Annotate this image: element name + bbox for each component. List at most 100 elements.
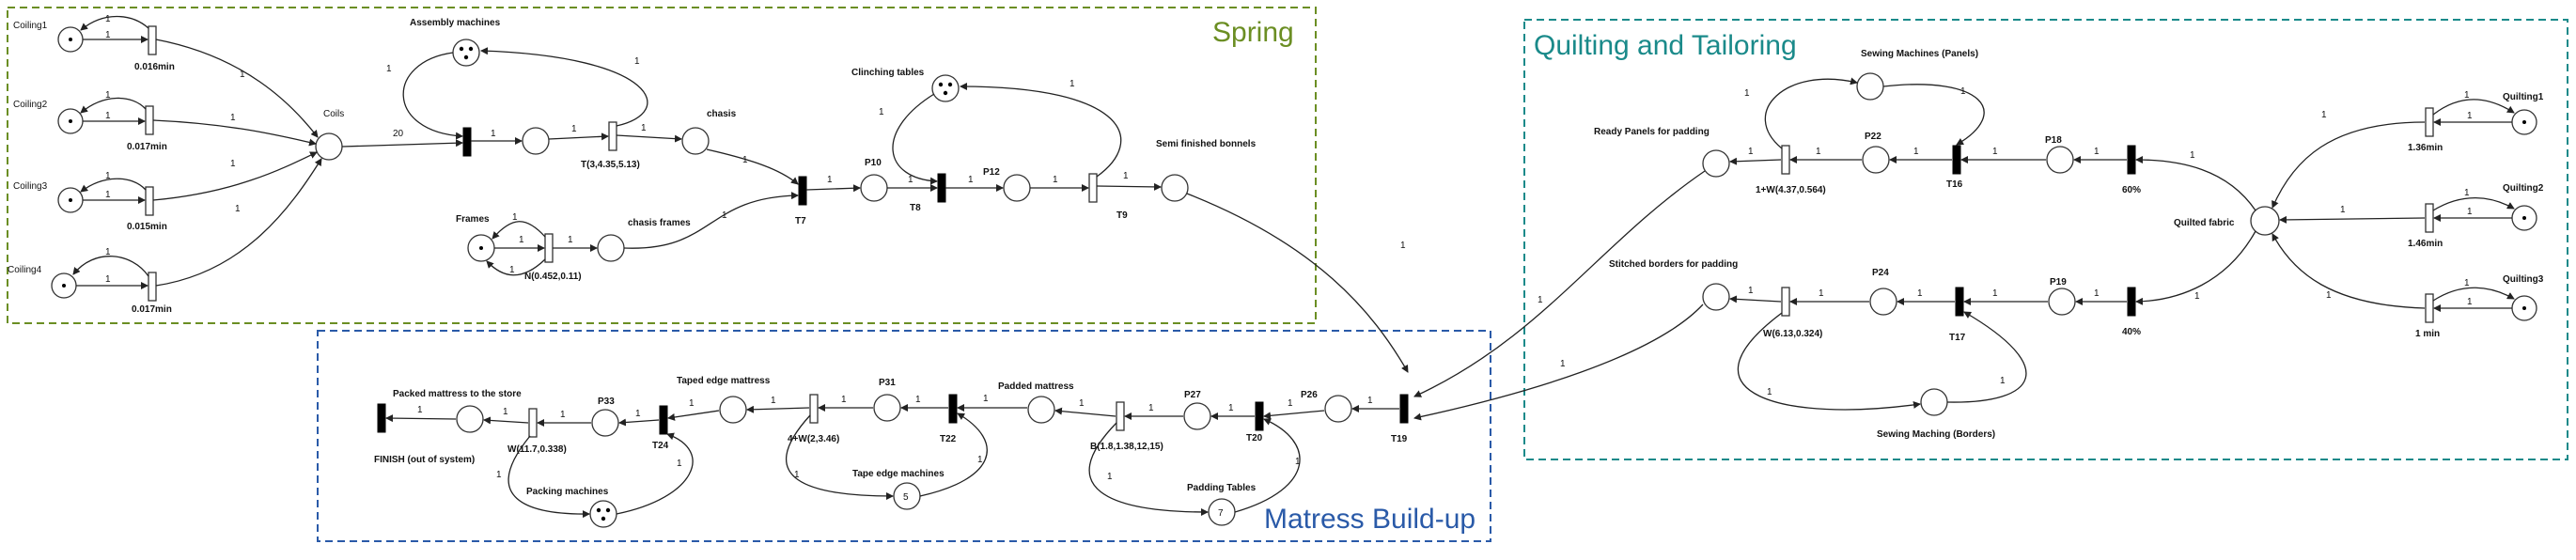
- coiling3-transition: [145, 186, 154, 216]
- semi-finished-place: [1161, 174, 1189, 202]
- packing-machines-label: Packing machines: [526, 487, 609, 497]
- svg-text:1: 1: [2467, 297, 2473, 307]
- svg-text:1: 1: [509, 265, 515, 275]
- clinching-tables-label: Clinching tables: [851, 68, 925, 78]
- t19-label: T19: [1391, 434, 1408, 444]
- quilting3-place: [2511, 295, 2537, 321]
- sewing-panels-label: Sewing Machines (Panels): [1861, 49, 1978, 59]
- coiling1-label: Coiling1: [13, 21, 48, 31]
- svg-text:1: 1: [1917, 288, 1923, 299]
- svg-text:7: 7: [1218, 508, 1224, 519]
- quilted-fabric-label: Quilted fabric: [2174, 218, 2235, 228]
- stitched-borders-place: [1702, 283, 1730, 311]
- mattress-section-frame: [317, 330, 1491, 542]
- svg-text:1: 1: [568, 235, 573, 245]
- pct40-transition: [2127, 287, 2136, 317]
- p24-place: [1869, 288, 1897, 316]
- tape-machines-place: 5: [893, 482, 921, 510]
- svg-text:1: 1: [1288, 398, 1293, 409]
- svg-text:1: 1: [2194, 291, 2200, 302]
- quilting3-label: Quilting3: [2503, 274, 2544, 285]
- t22-transition: [948, 394, 958, 424]
- svg-text:1: 1: [1819, 288, 1824, 299]
- coiling3-label: Coiling3: [13, 181, 48, 192]
- frames-place: [467, 234, 495, 262]
- p10-place: [860, 174, 888, 202]
- p19-place: [2048, 288, 2076, 316]
- padding-tables-label: Padding Tables: [1187, 483, 1257, 493]
- svg-text:1: 1: [635, 409, 641, 419]
- svg-text:1: 1: [689, 398, 695, 409]
- ready-panels-place: [1702, 149, 1730, 178]
- frames-label: Frames: [456, 214, 490, 225]
- t9-label: T9: [1116, 210, 1128, 221]
- svg-text:1: 1: [771, 396, 776, 406]
- tw1-label: 1+W(4.37,0.564): [1756, 185, 1826, 195]
- p33-label: P33: [598, 397, 615, 407]
- finish-transition: [377, 403, 386, 433]
- svg-text:1: 1: [230, 113, 236, 123]
- coiling4-place: [51, 272, 77, 299]
- taped-mattress-place: [719, 396, 747, 424]
- t24-label: T24: [652, 441, 669, 451]
- tw1-transition: [1781, 145, 1790, 175]
- t16-transition: [1952, 145, 1961, 175]
- coils-label: Coils: [323, 109, 344, 119]
- svg-text:1: 1: [105, 274, 111, 285]
- svg-text:1: 1: [677, 459, 682, 469]
- svg-text:1: 1: [1367, 396, 1373, 406]
- svg-text:1: 1: [1400, 241, 1406, 251]
- svg-text:1: 1: [1053, 175, 1058, 185]
- p22-place: [1862, 146, 1890, 174]
- svg-text:1: 1: [560, 410, 566, 420]
- svg-text:1: 1: [1107, 472, 1113, 482]
- chasis-place: [681, 127, 710, 155]
- svg-text:1: 1: [105, 111, 111, 121]
- coiling4-time: 0.017min: [132, 304, 172, 315]
- pct40-label: 40%: [2122, 327, 2141, 337]
- t8-label: T8: [910, 203, 921, 213]
- p12-place: [1003, 174, 1031, 202]
- svg-text:1: 1: [105, 171, 111, 181]
- svg-text:1: 1: [105, 90, 111, 101]
- svg-text:1: 1: [491, 129, 496, 139]
- t22-label: T22: [940, 434, 957, 444]
- coiling4-label: Coiling4: [8, 265, 42, 275]
- svg-text:1: 1: [908, 175, 913, 185]
- t17-label: T17: [1949, 333, 1966, 343]
- quilting2-time: 1.46min: [2408, 239, 2443, 249]
- svg-text:1: 1: [827, 175, 833, 185]
- svg-text:1: 1: [1748, 286, 1754, 296]
- assembly-machines-place: [452, 39, 480, 67]
- coiling1-place: [57, 26, 84, 53]
- quilting1-place: [2511, 109, 2537, 135]
- svg-text:1: 1: [240, 70, 245, 80]
- svg-text:1: 1: [722, 210, 727, 221]
- p27-place: [1183, 402, 1211, 430]
- pct60-transition: [2127, 145, 2136, 175]
- svg-text:1: 1: [1748, 147, 1754, 157]
- t7-transition: [798, 176, 807, 206]
- svg-text:1: 1: [1767, 387, 1772, 397]
- quilting1-transition: [2425, 107, 2434, 137]
- svg-text:1: 1: [794, 470, 800, 480]
- coiling1-time: 0.016min: [134, 62, 175, 72]
- quilting1-label: Quilting1: [2503, 92, 2544, 102]
- coils-place: [315, 132, 343, 161]
- chasis-label: chasis: [707, 109, 737, 119]
- p10-label: P10: [865, 158, 882, 168]
- svg-text:1: 1: [105, 190, 111, 200]
- padding-tables-place: 7: [1208, 498, 1236, 526]
- assembly-transition: [462, 127, 472, 157]
- svg-text:1: 1: [968, 175, 974, 185]
- svg-text:1: 1: [1816, 147, 1821, 157]
- spring-section-frame: [7, 7, 1317, 324]
- svg-text:1: 1: [742, 155, 748, 165]
- svg-text:1: 1: [841, 395, 847, 405]
- tape-machines-label: Tape edge machines: [852, 469, 945, 479]
- coiling3-time: 0.015min: [127, 222, 167, 232]
- t3-transition: [608, 121, 617, 151]
- svg-text:1: 1: [571, 124, 577, 134]
- sewing-borders-place: [1920, 388, 1948, 416]
